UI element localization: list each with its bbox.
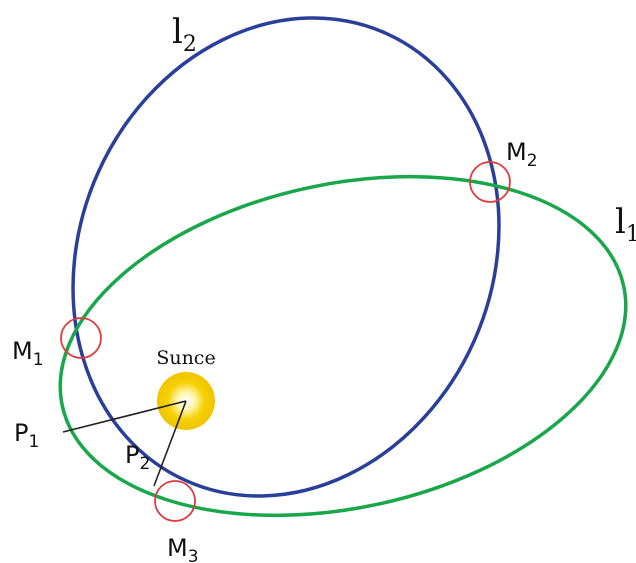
label-p2: P2 [125,441,150,474]
label-m2: M2 [506,138,538,171]
marker-m2 [469,161,511,203]
orbit-l2 [71,16,501,498]
label-l2: l2 [172,12,197,57]
radius-line-p1 [62,400,187,433]
label-m3: M3 [167,534,199,563]
orbit-l1 [58,174,628,518]
label-l1: l1 [615,202,636,247]
label-m1: M1 [12,337,44,370]
marker-m1 [60,317,102,359]
label-p1: P1 [14,419,39,452]
marker-m3 [154,480,196,522]
radius-line-p2 [153,400,187,487]
sun-label: Sunce [156,347,215,369]
